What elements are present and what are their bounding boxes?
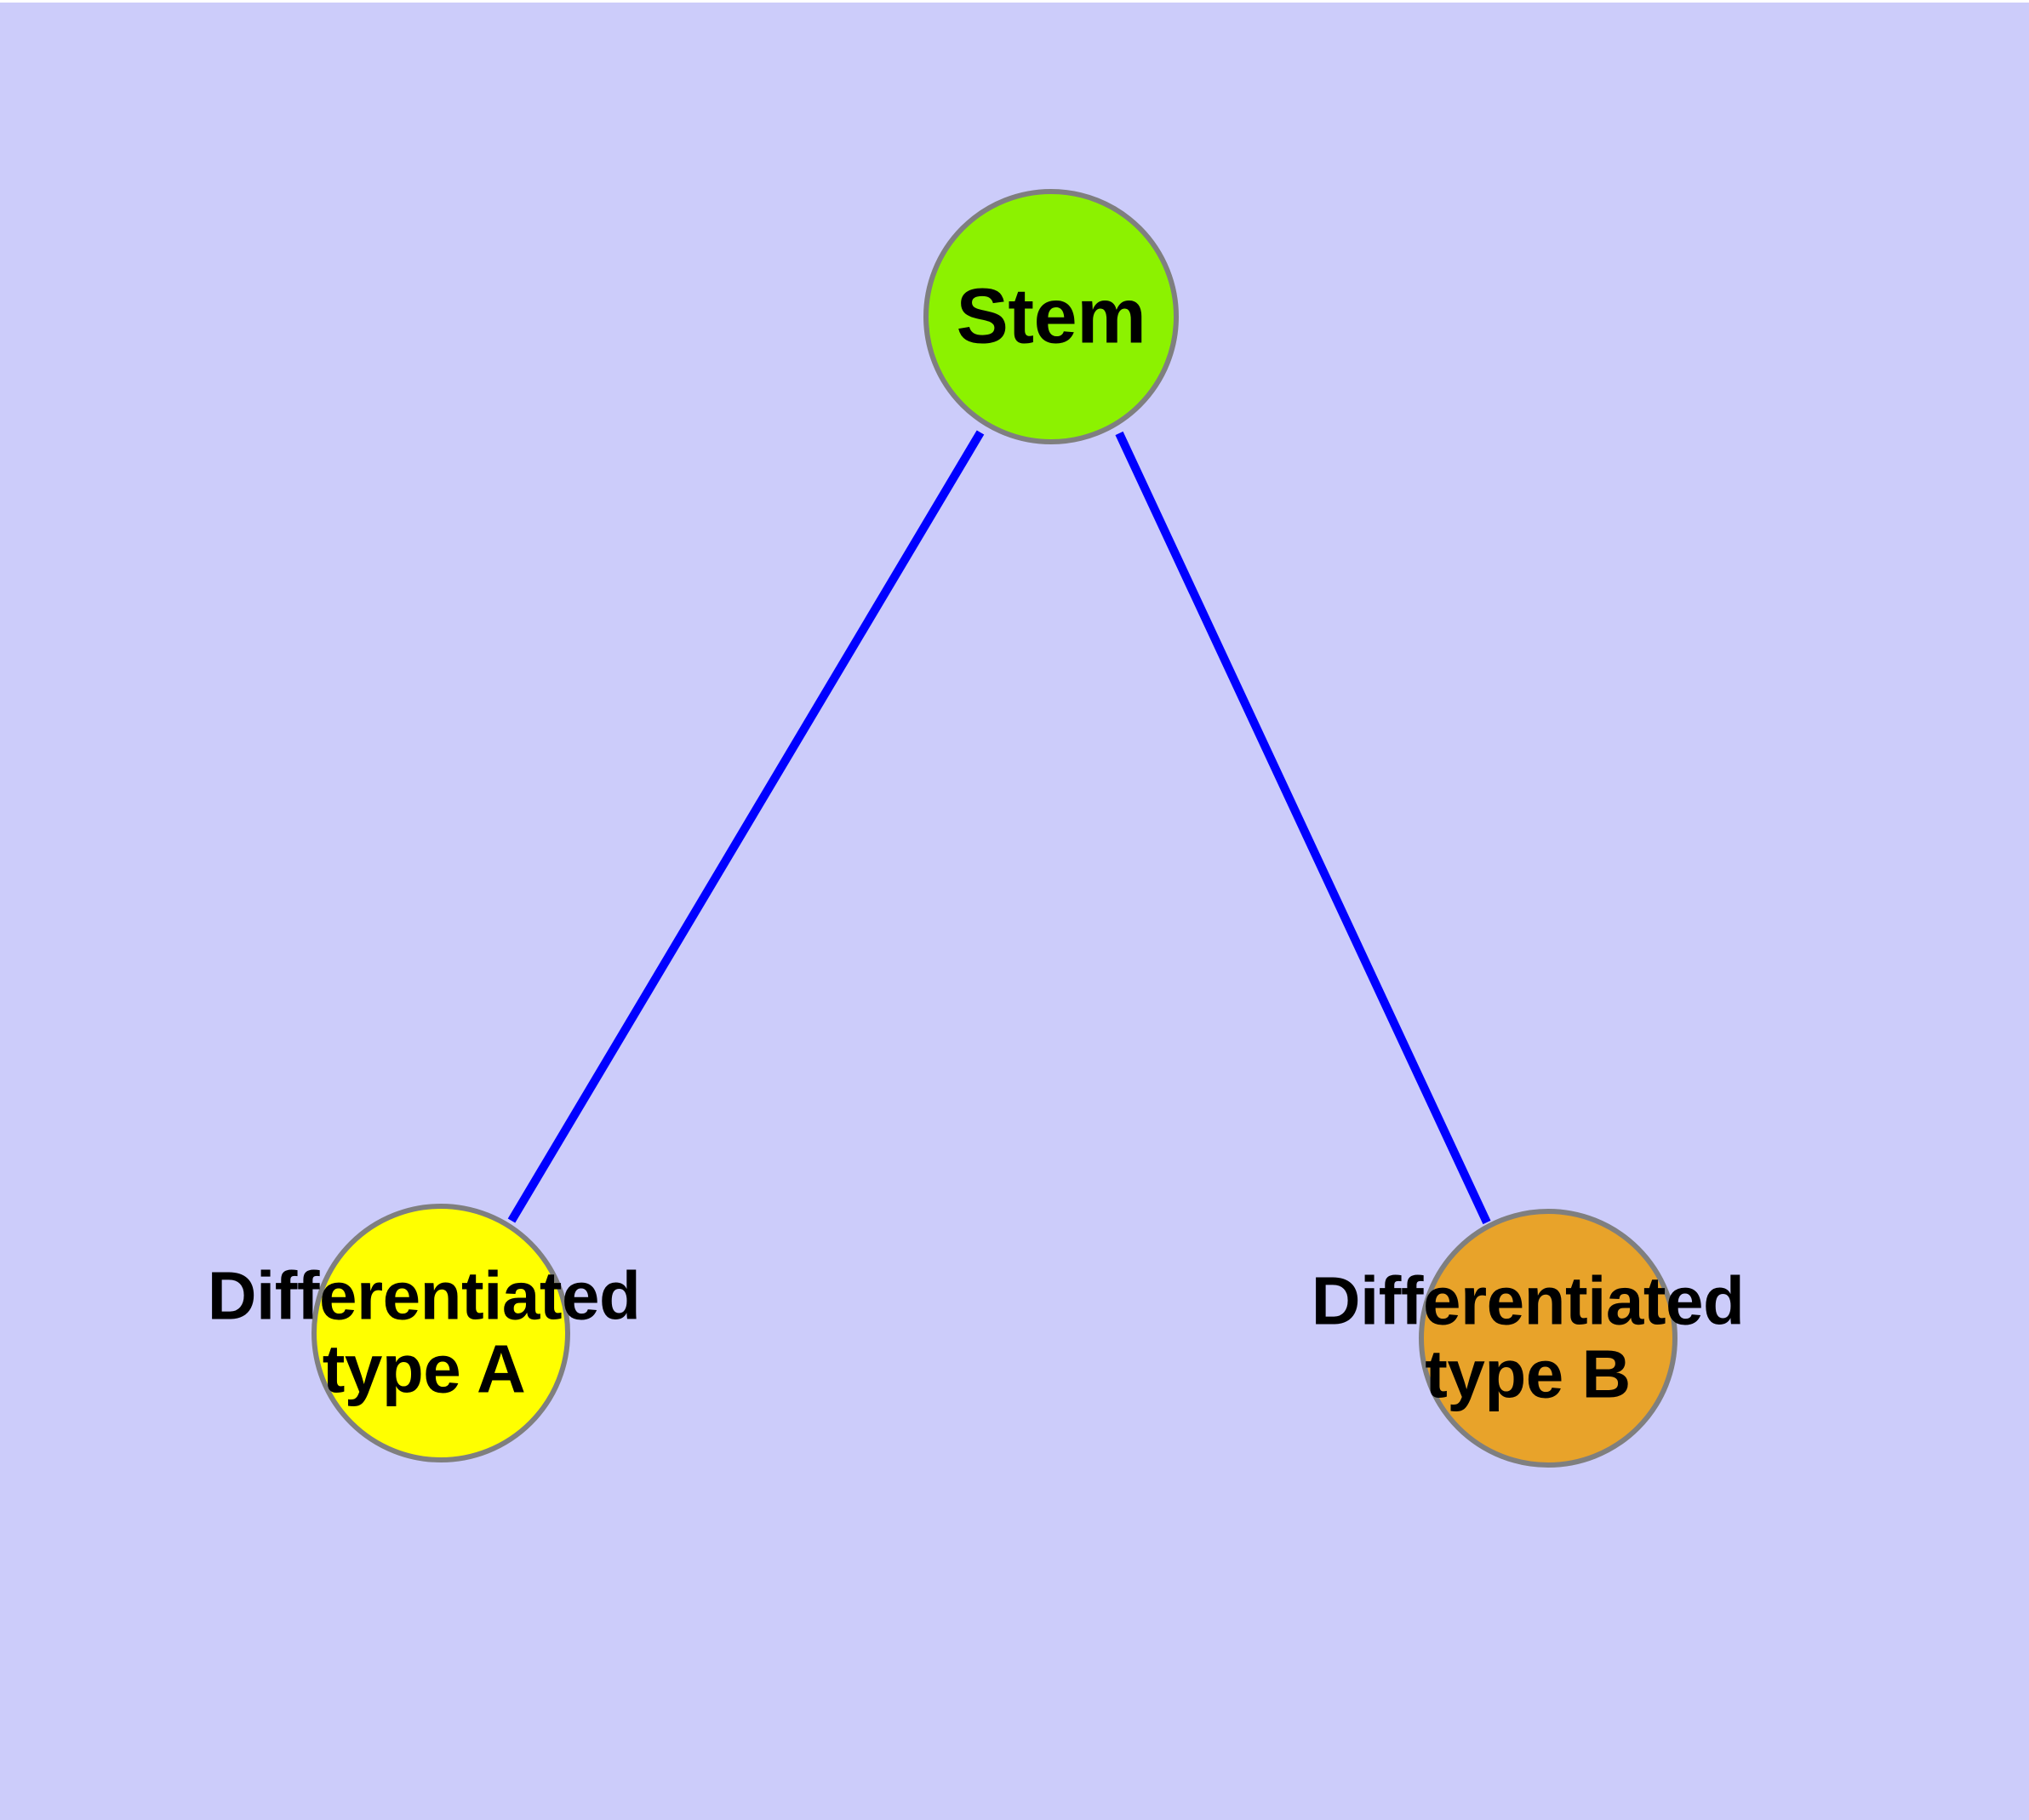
- edge-stem-to-type-a: [507, 430, 985, 1223]
- node-circle-stem[interactable]: [923, 189, 1179, 444]
- node-circle-diff-type-a[interactable]: [311, 1204, 570, 1462]
- node-circle-diff-type-b[interactable]: [1419, 1209, 1677, 1468]
- node-layer: [311, 189, 1677, 1468]
- edge-layer: [507, 430, 1491, 1225]
- edge-stem-to-type-b: [1115, 431, 1491, 1225]
